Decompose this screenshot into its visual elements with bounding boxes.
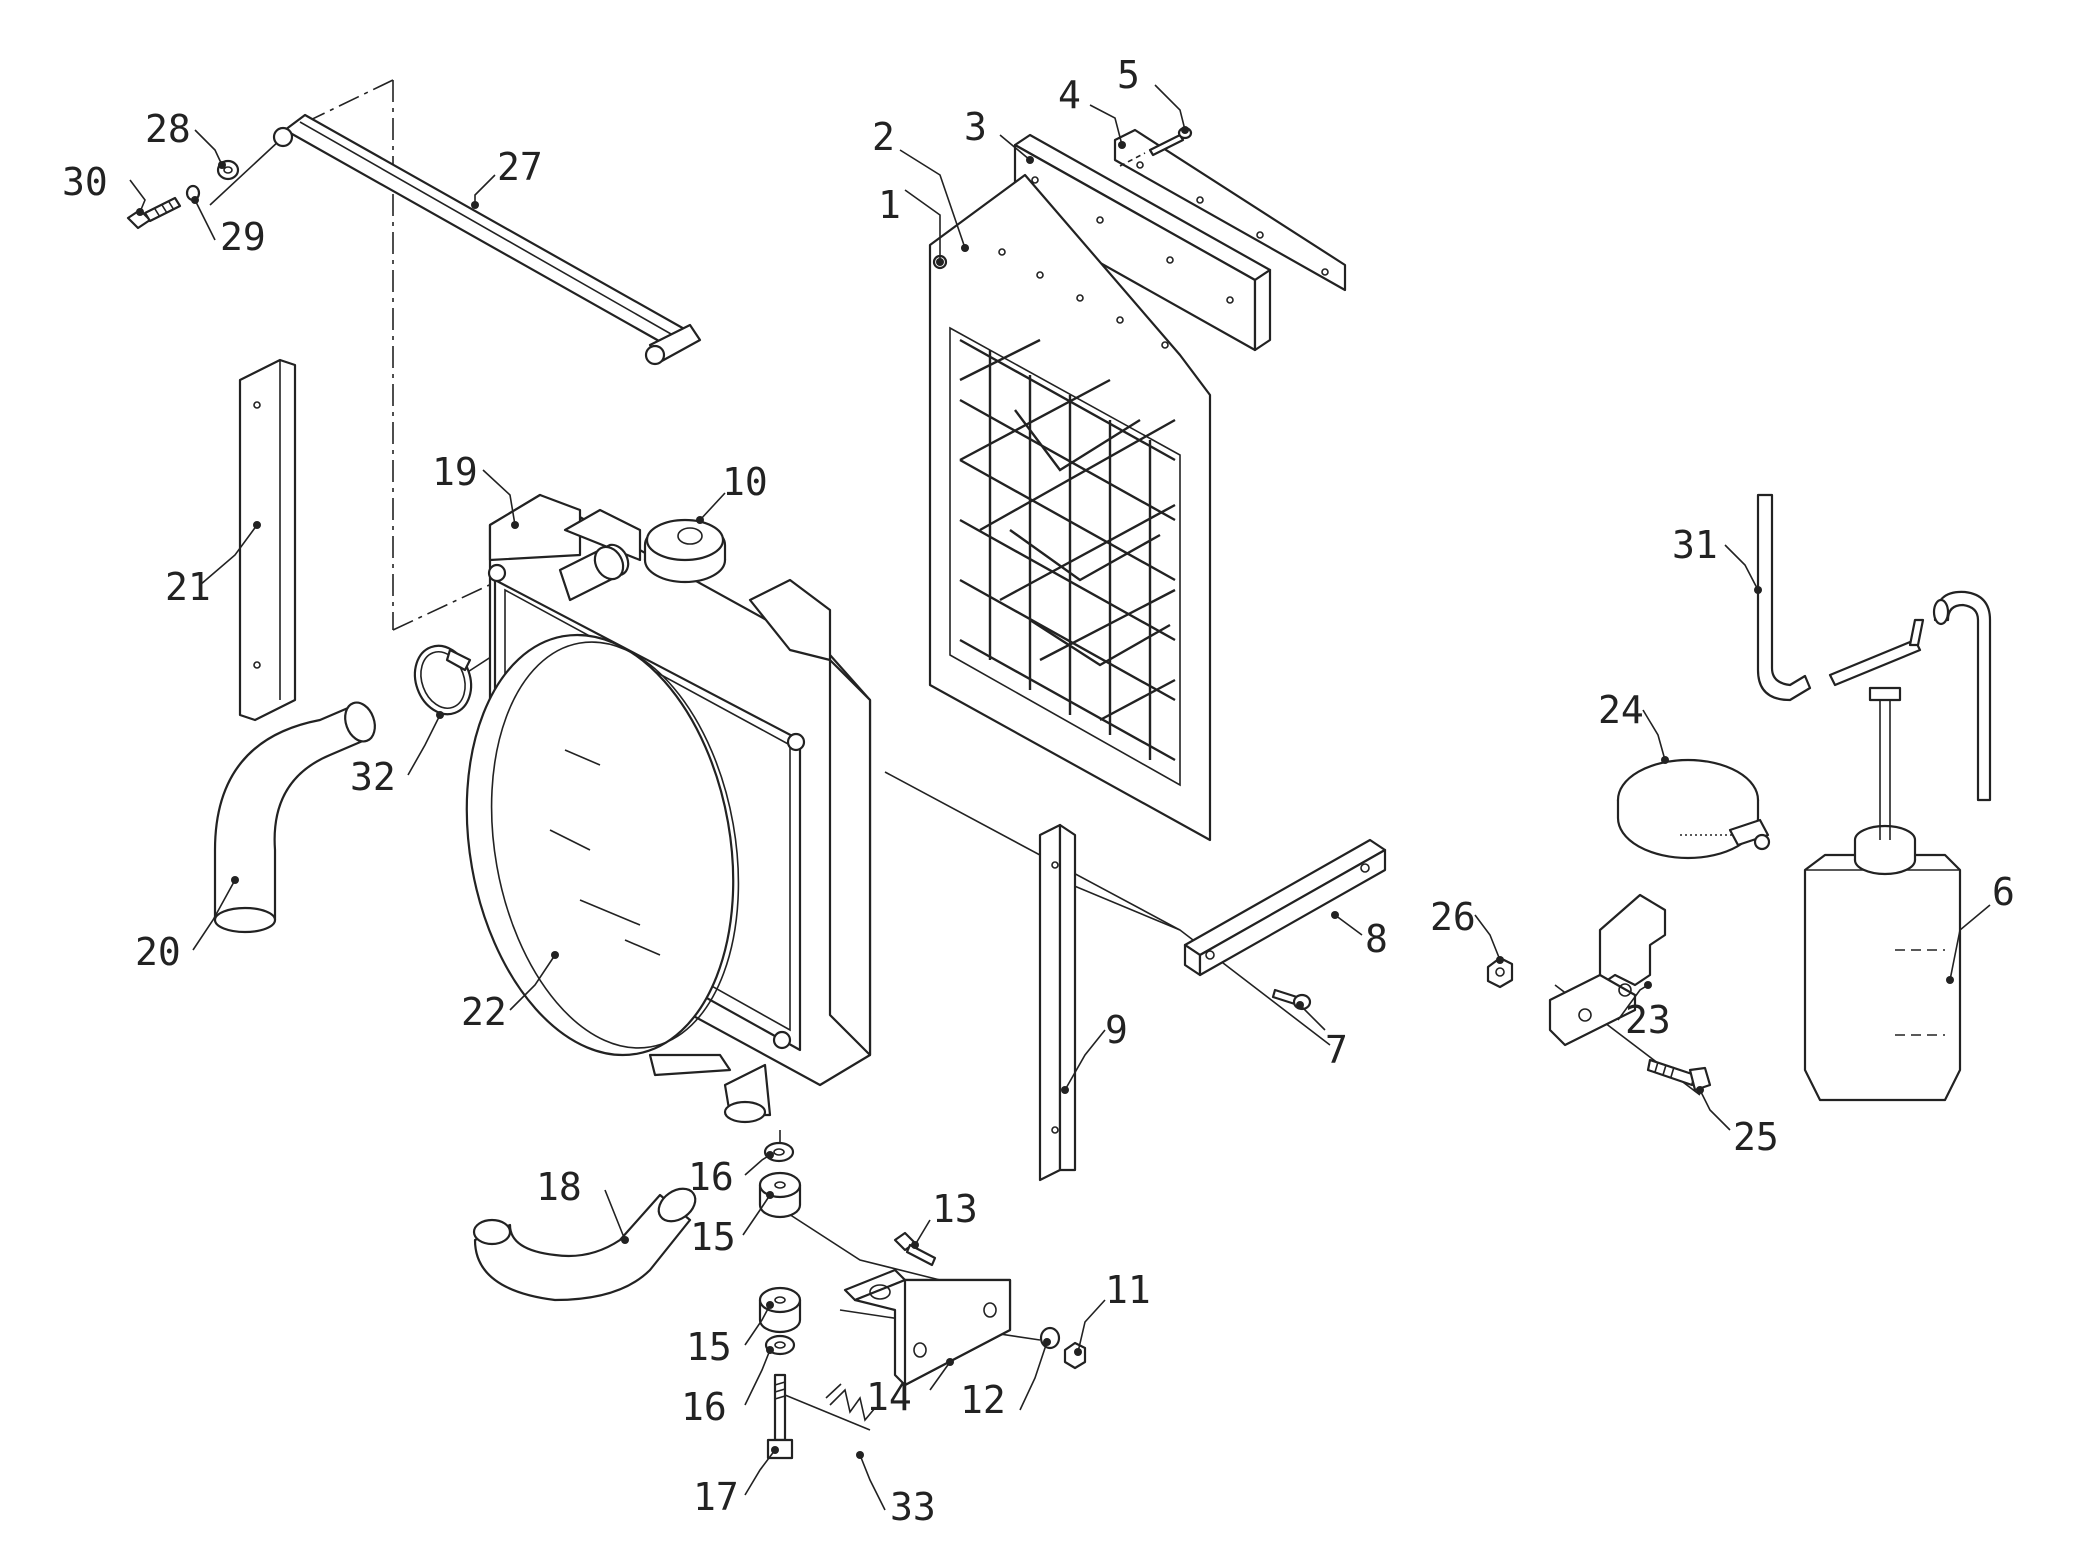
callout-32: 32 — [350, 755, 396, 799]
callout-4: 4 — [1058, 73, 1081, 117]
callout-9: 9 — [1105, 1008, 1128, 1052]
callout-2: 2 — [872, 115, 895, 159]
callout-7: 7 — [1325, 1028, 1348, 1072]
callout-24: 24 — [1598, 688, 1644, 732]
part-lower-hose-18 — [472, 1187, 697, 1302]
part-washer-12 — [1039, 1326, 1061, 1350]
part-tank-strap-24 — [1616, 758, 1771, 860]
callout-19: 19 — [432, 450, 478, 494]
callout-26: 26 — [1430, 895, 1476, 939]
callout-16-upper: 16 — [688, 1155, 734, 1199]
callout-22: 22 — [461, 990, 507, 1034]
part-cotter-pin-33 — [825, 1383, 876, 1422]
callout-13: 13 — [932, 1187, 978, 1231]
part-fan-shroud-22 — [465, 633, 740, 1077]
callout-labels: 1 2 3 4 5 6 7 8 9 10 11 12 13 14 15 15 1… — [62, 53, 2015, 1529]
callout-25: 25 — [1733, 1115, 1779, 1159]
callout-30: 30 — [62, 160, 108, 204]
part-screen-2 — [928, 173, 1212, 842]
part-mount-15-lower — [758, 1286, 802, 1334]
callout-29: 29 — [220, 215, 266, 259]
part-bolt-17 — [766, 1373, 794, 1460]
callout-12: 12 — [960, 1378, 1006, 1422]
part-overflow-tube-31 — [1756, 493, 1812, 702]
part-bracket-21 — [238, 358, 297, 722]
callout-20: 20 — [135, 930, 181, 974]
callout-23: 23 — [1625, 998, 1671, 1042]
part-nut-11 — [1063, 1341, 1087, 1370]
callout-17: 17 — [693, 1475, 739, 1519]
callout-15-upper: 15 — [690, 1215, 736, 1259]
callout-21: 21 — [165, 565, 211, 609]
callout-28: 28 — [145, 107, 191, 151]
part-overflow-tank-6 — [1803, 590, 1992, 1102]
part-clamp-32 — [413, 644, 473, 716]
callout-3: 3 — [964, 105, 987, 149]
part-bolt-25 — [1646, 1058, 1712, 1092]
part-nut-26 — [1486, 956, 1514, 989]
callout-1: 1 — [878, 183, 901, 227]
callout-14: 14 — [866, 1375, 912, 1419]
part-bolt-30 — [126, 196, 182, 230]
part-bracket-23 — [1548, 893, 1667, 1047]
part-bracket-14 — [843, 1268, 1012, 1387]
callout-5: 5 — [1117, 53, 1140, 97]
part-filler-cap-10 — [643, 518, 727, 584]
part-bracket-9 — [1038, 823, 1077, 1182]
callout-dots — [136, 126, 1954, 1459]
callout-15-lower: 15 — [686, 1325, 732, 1369]
callout-16-lower: 16 — [681, 1385, 727, 1429]
part-strip-4 — [1113, 128, 1347, 292]
part-outlet-pipe — [723, 1063, 772, 1124]
callout-10: 10 — [722, 460, 768, 504]
callout-6: 6 — [1992, 870, 2015, 914]
callout-33: 33 — [890, 1485, 936, 1529]
part-lifting-bar — [272, 113, 702, 366]
part-upper-hose-20 — [213, 701, 376, 934]
callout-18: 18 — [536, 1165, 582, 1209]
callout-11: 11 — [1105, 1268, 1151, 1312]
part-strap-8 — [1183, 838, 1387, 977]
callout-8: 8 — [1365, 917, 1388, 961]
part-bolt-13 — [893, 1231, 937, 1267]
callout-31: 31 — [1672, 523, 1718, 567]
assembly-center-lines — [209, 79, 1701, 1431]
callout-27: 27 — [497, 145, 543, 189]
